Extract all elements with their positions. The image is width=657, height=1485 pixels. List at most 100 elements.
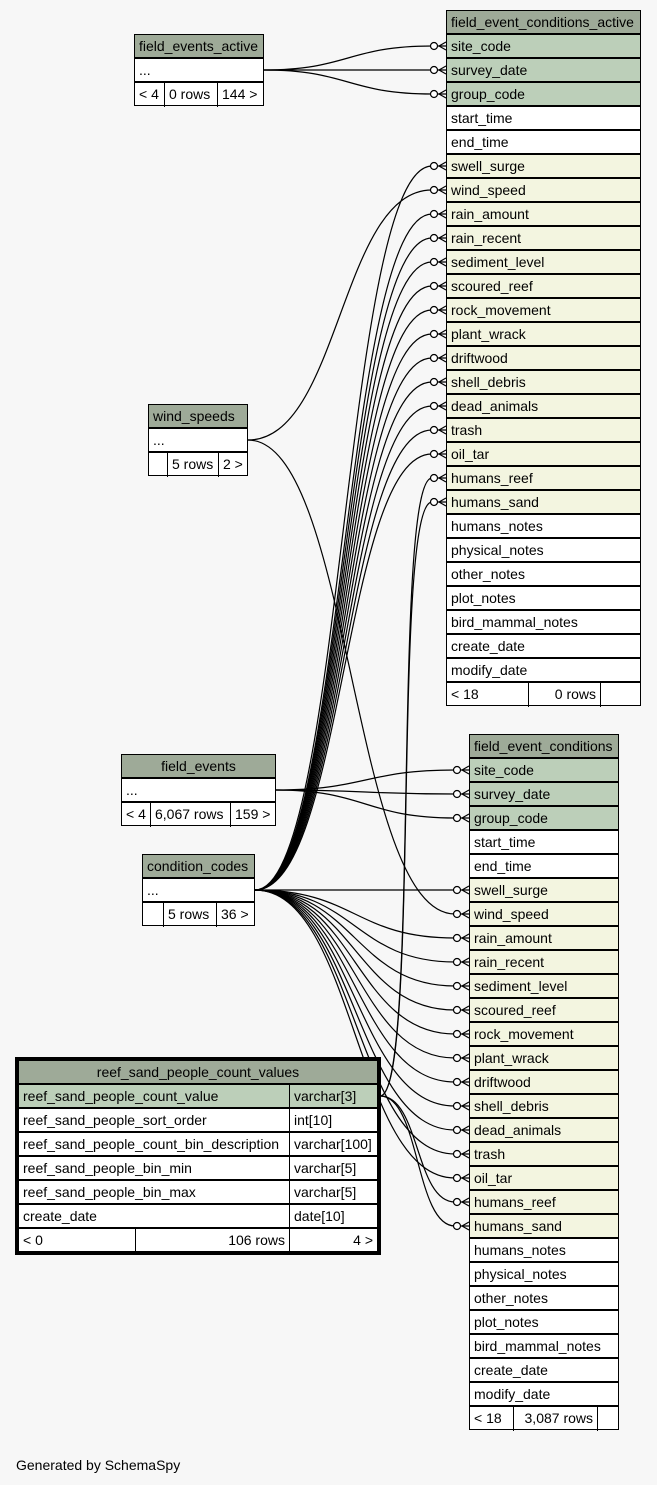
table-reef-sand-people-count-values[interactable]: reef_sand_people_count_values reef_sand_p… [15,1057,381,1255]
column-other-notes: other_notes [446,562,641,586]
many-marker [461,1101,470,1111]
column-name: reef_sand_people_count_bin_description [19,1133,290,1157]
many-marker [461,1005,470,1015]
table-title: reef_sand_people_count_values [18,1060,378,1084]
column-type: varchar[3] [294,1088,357,1104]
column-dead-animals-label: dead_animals [474,1122,562,1138]
table-collapsed-columns-label: ... [139,62,151,78]
column-dead-animals: dead_animals [469,1118,619,1142]
optional-marker [429,473,439,483]
many-marker [461,933,470,943]
many-marker [461,813,470,823]
column-site-code: site_code [469,758,619,782]
optional-marker [452,1029,462,1039]
optional-marker [452,1149,462,1159]
footer-left [143,903,164,927]
relationship-line [254,261,446,891]
many-marker [461,1173,470,1183]
many-marker [438,233,447,243]
table-collapsed-columns-label: ... [126,782,138,798]
column-end-time: end_time [446,130,641,154]
many-marker [438,161,447,171]
column-rock-movement: rock_movement [446,298,641,322]
column-other-notes: other_notes [469,1286,619,1310]
optional-marker [452,1053,462,1063]
column-scoured-reef: scoured_reef [446,274,641,298]
relationship-line [254,429,446,891]
column-swell-surge: swell_surge [446,154,641,178]
relationship-line [254,889,469,1059]
column-modify-date-label: modify_date [451,662,528,678]
many-marker [438,497,447,507]
footer-right: 2 > [223,456,243,472]
column-name: create_date [19,1205,290,1229]
column-trash-label: trash [451,422,483,438]
column-swell-surge: swell_surge [469,878,619,902]
footer-left: < 4 [122,803,151,827]
footer-left: < 18 [447,683,529,707]
table-collapsed-columns-label: ... [153,432,165,448]
column-humans-reef: humans_reef [469,1190,619,1214]
column-name: reef_sand_people_count_value [19,1085,290,1109]
many-marker [461,1029,470,1039]
column-humans-sand: humans_sand [469,1214,619,1238]
optional-marker [429,233,439,243]
table-title: wind_speeds [148,404,248,428]
table-collapsed-columns: ... [148,428,248,452]
many-marker [461,1053,470,1063]
many-marker [438,41,447,51]
column-rock-movement-label: rock_movement [451,302,551,318]
column-name: reef_sand_people_bin_min [19,1157,290,1181]
relationship-line [254,889,469,1083]
column-survey-date: survey_date [469,782,619,806]
optional-marker [452,981,462,991]
column-humans-notes: humans_notes [469,1238,619,1262]
table-collapsed-columns: ... [142,878,255,902]
column-scoured-reef-label: scoured_reef [474,1002,556,1018]
column-bird-mammal-notes-label: bird_mammal_notes [474,1338,601,1354]
relationship-line [254,165,446,891]
optional-marker [452,885,462,895]
optional-marker [452,1197,462,1207]
optional-marker [429,497,439,507]
table-title-label: field_event_conditions_active [451,14,634,30]
column-wind-speed-label: wind_speed [474,906,549,922]
generator-credit: Generated by SchemaSpy [16,1457,181,1473]
relationship-line [379,501,446,1097]
many-marker [438,401,447,411]
many-marker [438,89,447,99]
column-physical-notes: physical_notes [469,1262,619,1286]
optional-marker [429,89,439,99]
column-rain-amount: rain_amount [446,202,641,226]
table-title-label: reef_sand_people_count_values [96,1064,300,1080]
column-start-time-label: start_time [451,110,513,126]
many-marker [438,185,447,195]
column-humans-reef: humans_reef [446,466,641,490]
column-group-code: group_code [446,82,641,106]
column-plant-wrack: plant_wrack [446,322,641,346]
column-survey-date-label: survey_date [451,62,528,78]
many-marker [461,1197,470,1207]
footer-mid: 5 rows [168,453,219,477]
column-rain-amount-label: rain_amount [474,930,552,946]
column-wind-speed: wind_speed [469,902,619,926]
column-start-time-label: start_time [474,834,536,850]
column-plot-notes-label: plot_notes [451,590,516,606]
optional-marker [452,933,462,943]
column-rain-amount-label: rain_amount [451,206,529,222]
column-scoured-reef: scoured_reef [469,998,619,1022]
footer-mid: 5 rows [164,903,217,927]
column-type: int[10] [294,1112,333,1128]
optional-marker [429,401,439,411]
